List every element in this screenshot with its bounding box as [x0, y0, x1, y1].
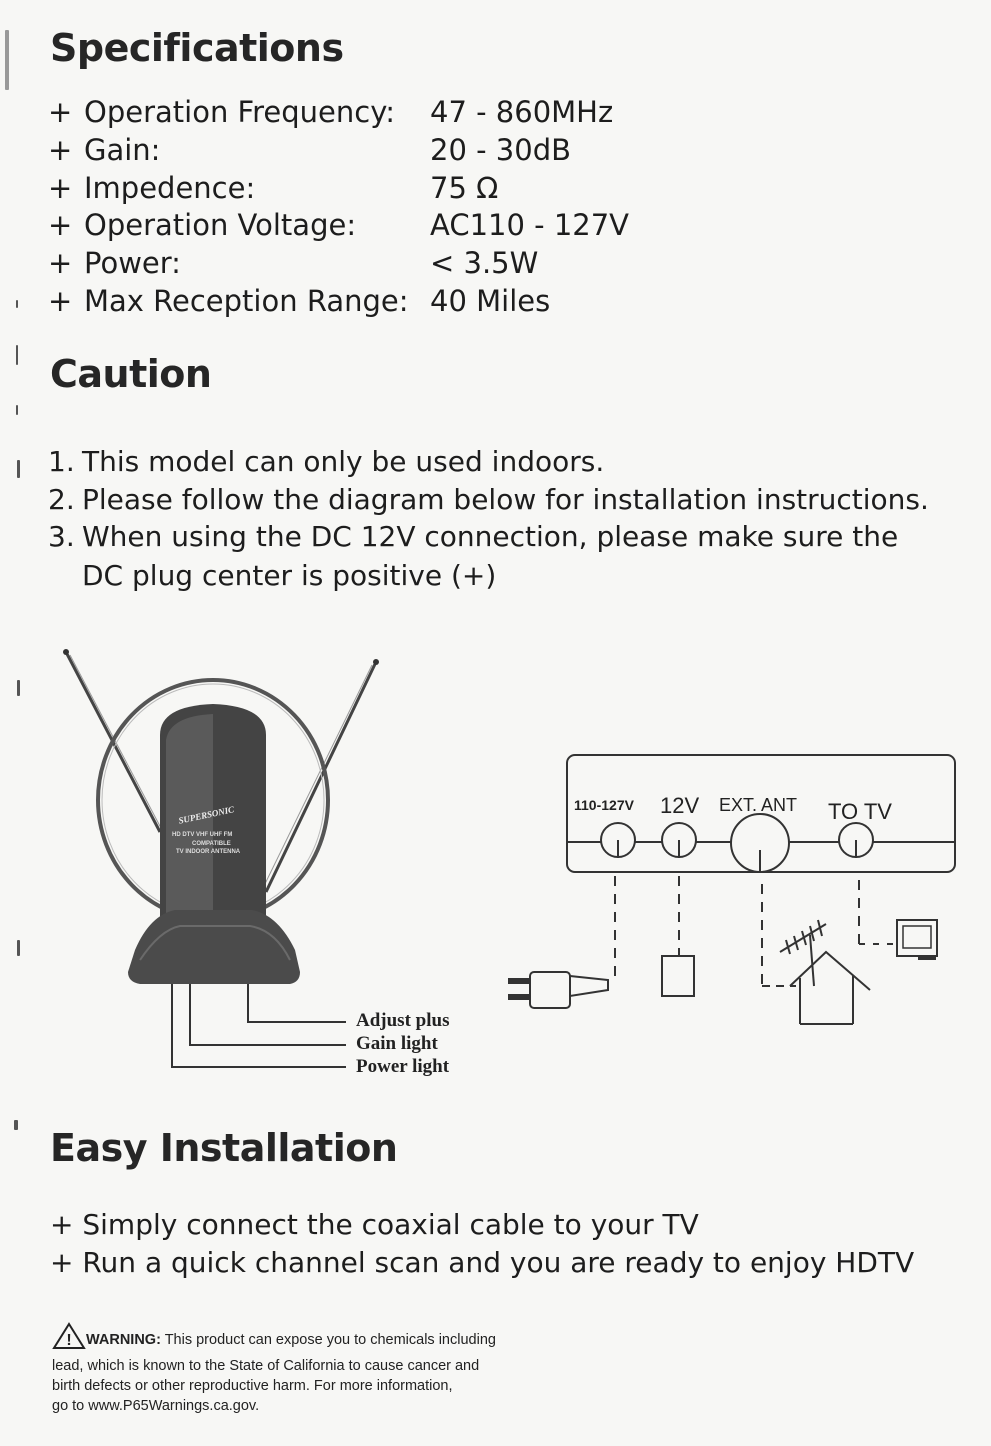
warning-text-line2: lead, which is known to the State of Cal… — [52, 1358, 480, 1374]
caution-text: When using the DC 12V connection, please… — [82, 520, 899, 553]
spec-row: + Impedence: 75 Ω — [48, 169, 498, 207]
svg-text:!: ! — [66, 1332, 71, 1349]
ac-plug-icon — [508, 971, 609, 1009]
connection-diagram — [508, 754, 956, 1025]
specifications-heading: Specifications — [50, 26, 344, 70]
spec-row: + Gain: 20 - 30dB — [48, 131, 571, 169]
caution-item: 3.When using the DC 12V connection, plea… — [48, 518, 898, 556]
antenna-badge-line3: TV INDOOR ANTENNA — [176, 849, 241, 855]
left-antenna-tip — [63, 649, 69, 655]
spec-value: 40 Miles — [430, 284, 551, 318]
spec-label: Operation Frequency: — [84, 95, 396, 129]
right-antenna-rod-inner — [261, 664, 373, 891]
spec-label: Impedence: — [84, 171, 256, 205]
scan-mark — [14, 1120, 18, 1130]
spec-value: < 3.5W — [430, 246, 539, 280]
house-icon — [789, 950, 871, 1025]
easy-installation-heading: Easy Installation — [50, 1126, 398, 1170]
left-antenna-rod-inner — [69, 654, 163, 831]
spec-label: Power: — [84, 246, 181, 280]
install-step: + Simply connect the coaxial cable to yo… — [50, 1208, 699, 1241]
spec-bullet: + — [48, 171, 73, 205]
port-label-ac: 110-127V — [574, 797, 634, 813]
scan-mark — [17, 680, 20, 696]
caution-text: This model can only be used indoors. — [82, 445, 605, 478]
scan-mark — [5, 30, 9, 90]
dc-adapter-icon — [661, 955, 695, 997]
antenna-badge-line2: COMPATIBLE — [192, 841, 231, 847]
power-light-label: Power light — [356, 1056, 450, 1077]
spec-row: + Max Reception Range: 40 Miles — [48, 282, 550, 320]
spec-value: 75 Ω — [430, 171, 499, 205]
warning-label: WARNING: — [86, 1332, 161, 1348]
adjust-plus-label: Adjust plus — [356, 1010, 450, 1031]
warning-text-line3: birth defects or other reproductive harm… — [52, 1378, 453, 1394]
warning-text-line4: go to www.P65Warnings.ca.gov. — [52, 1398, 260, 1414]
spec-bullet: + — [48, 208, 73, 242]
tv-icon — [896, 919, 938, 960]
spec-bullet: + — [48, 284, 73, 318]
caution-item: 2.Please follow the diagram below for in… — [48, 481, 929, 519]
port-label-to-tv: TO TV — [828, 799, 892, 824]
caution-item: 1.This model can only be used indoors. — [48, 443, 604, 481]
right-antenna-rod — [264, 661, 378, 893]
spec-row: + Operation Frequency: 47 - 860MHz — [48, 93, 613, 131]
prop65-warning: ! WARNING: This product can expose you t… — [52, 1322, 572, 1416]
spec-bullet: + — [48, 246, 73, 280]
antenna-base — [128, 910, 300, 984]
spec-value: AC110 - 127V — [430, 208, 630, 242]
antenna-illustration — [63, 649, 379, 1068]
scan-mark — [17, 460, 20, 478]
outdoor-antenna-icon — [779, 919, 827, 987]
caution-item: DC plug center is positive (+) — [48, 557, 496, 595]
scan-mark — [16, 345, 18, 365]
port-label-ext-ant: EXT. ANT — [719, 795, 798, 815]
gain-light-leader — [189, 984, 346, 1046]
caution-text: Please follow the diagram below for inst… — [82, 483, 929, 516]
caution-number: 2. — [48, 483, 75, 516]
power-light-leader — [171, 984, 346, 1068]
warning-text-line1: This product can expose you to chemicals… — [160, 1332, 496, 1348]
caution-number: 3. — [48, 520, 75, 553]
gain-light-label: Gain light — [356, 1033, 438, 1054]
scan-mark — [16, 300, 18, 308]
spec-label: Gain: — [84, 133, 161, 167]
caution-number: 1. — [48, 445, 75, 478]
install-step: + Run a quick channel scan and you are r… — [50, 1246, 915, 1279]
scan-mark — [16, 405, 18, 415]
spec-value: 47 - 860MHz — [430, 95, 614, 129]
adjust-plus-leader — [247, 984, 346, 1023]
port-label-12v: 12V — [660, 793, 700, 818]
spec-row: + Operation Voltage: AC110 - 127V — [48, 206, 629, 244]
caution-heading: Caution — [50, 352, 212, 396]
spec-bullet: + — [48, 95, 73, 129]
spec-row: + Power: < 3.5W — [48, 244, 538, 282]
spec-label: Operation Voltage: — [84, 208, 357, 242]
spec-label: Max Reception Range: — [84, 284, 409, 318]
caution-text: DC plug center is positive (+) — [82, 559, 497, 592]
antenna-badge-line1: HD DTV VHF UHF FM — [172, 832, 233, 838]
right-antenna-tip — [373, 659, 379, 665]
spec-bullet: + — [48, 133, 73, 167]
spec-value: 20 - 30dB — [430, 133, 572, 167]
scan-mark — [17, 940, 20, 956]
warning-triangle-icon: ! — [52, 1322, 86, 1356]
